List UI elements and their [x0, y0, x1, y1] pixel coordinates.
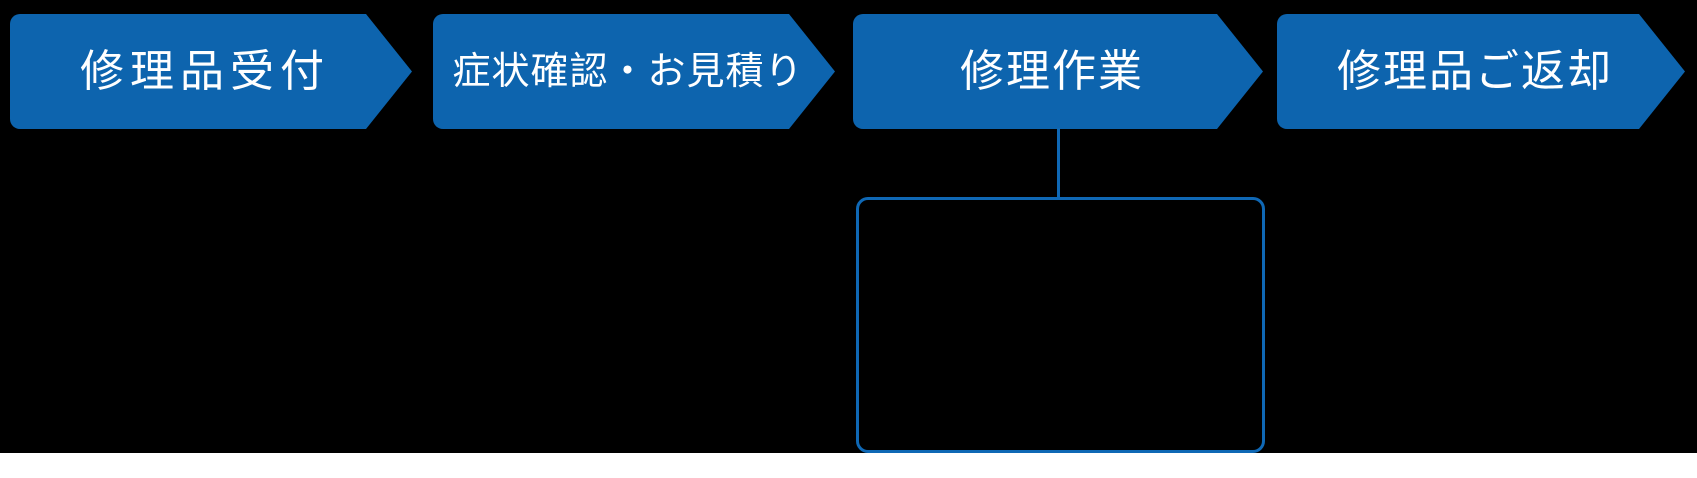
bottom-white-strip — [0, 453, 1697, 478]
flow-step-reception: 修理品受付 — [10, 14, 412, 129]
flow-step-reception-label: 修理品受付 — [80, 46, 330, 96]
flow-step-repair-work: 修理作業 — [853, 14, 1263, 129]
flow-step-return: 修理品ご返却 — [1277, 14, 1685, 129]
flow-step-return-label: 修理品ご返却 — [1337, 46, 1613, 96]
flow-step-repair-work-label: 修理作業 — [960, 46, 1144, 96]
detail-callout-box — [856, 197, 1265, 453]
connector-line — [1057, 128, 1060, 199]
flow-step-diagnosis-estimate: 症状確認・お見積り — [433, 14, 835, 129]
flow-step-diagnosis-estimate-label: 症状確認・お見積り — [452, 50, 804, 93]
